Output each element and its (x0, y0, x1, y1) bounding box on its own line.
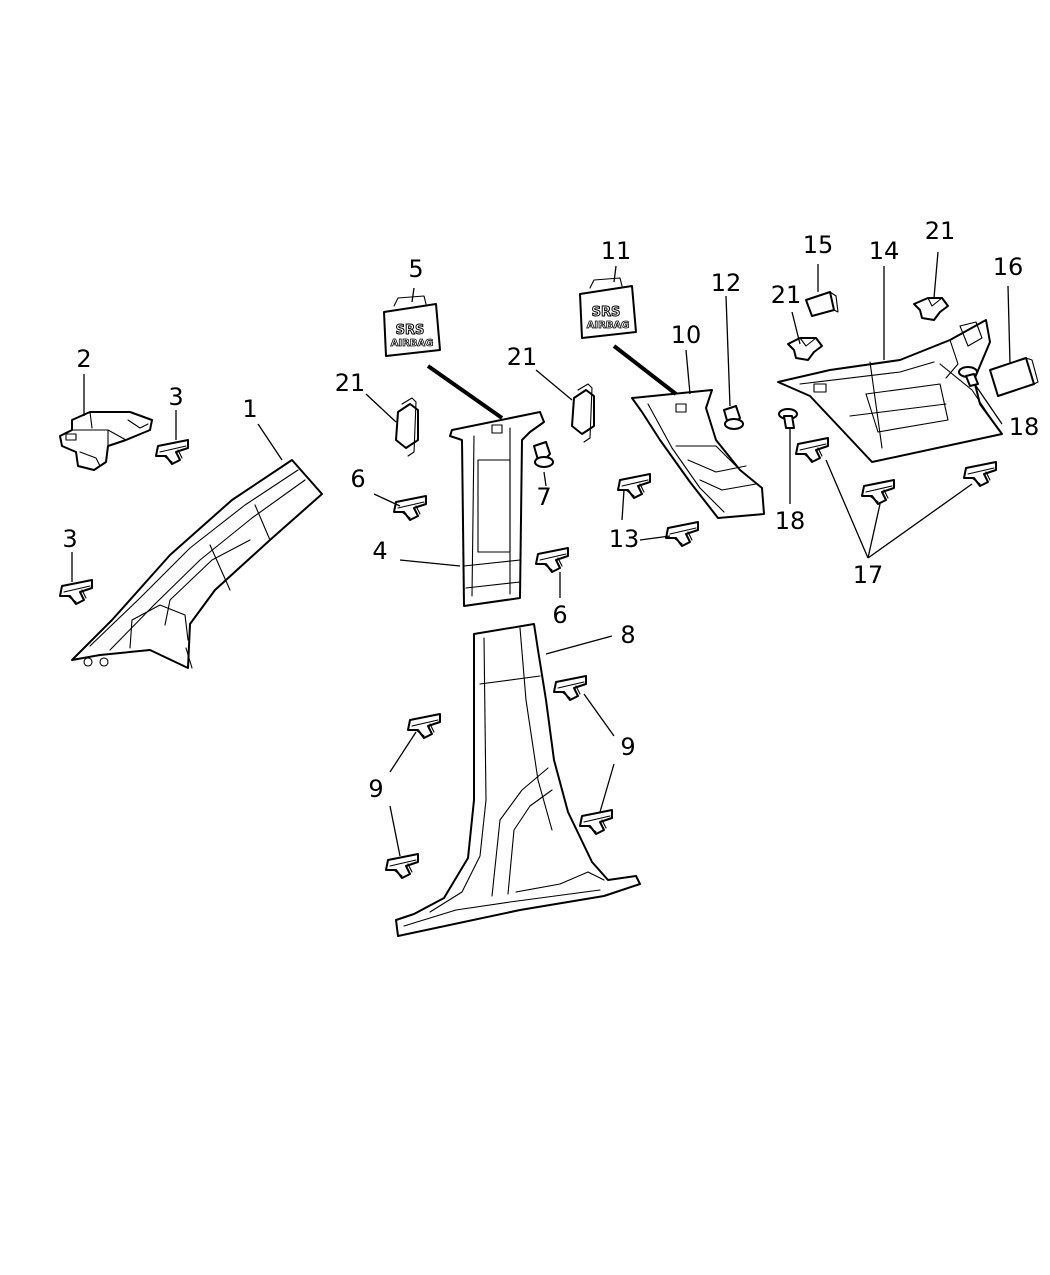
part-10-c-pillar-trim (631, 389, 765, 519)
callout-4: 4 (372, 537, 387, 565)
part-7-screw (533, 441, 554, 468)
part-21-retainer-left (395, 397, 419, 457)
part-12-screw (723, 405, 744, 430)
clip-3-lower (59, 579, 93, 605)
callout-11: 11 (601, 237, 632, 265)
part-16-cover (989, 357, 1039, 397)
part-18-screw-right (958, 366, 979, 387)
callout-12: 12 (711, 269, 742, 297)
clip-3-upper (155, 439, 189, 465)
callout-15: 15 (803, 231, 834, 259)
part-8-b-pillar-lower-trim (395, 623, 641, 937)
callout-2: 2 (76, 345, 91, 373)
cap-11-label-airbag: AIRBAG (587, 320, 630, 331)
callout-5: 5 (408, 255, 423, 283)
callout-17: 17 (853, 561, 884, 589)
callout-1: 1 (242, 395, 257, 423)
part-5-srs-cap: SRS AIRBAG (383, 295, 441, 357)
callout-labels: 1 2 3 3 4 5 6 6 7 8 9 9 9 10 11 12 13 14… (62, 217, 1039, 803)
callout-13: 13 (609, 525, 640, 553)
callout-21-middle: 21 (507, 343, 538, 371)
callout-21-right-lower: 21 (771, 281, 802, 309)
leader-lines (71, 251, 1011, 857)
part-21-retainer-middle (571, 383, 595, 443)
part-15-cover (805, 291, 839, 317)
callout-18-right: 18 (1009, 413, 1040, 441)
callout-7: 7 (536, 483, 551, 511)
callout-18-left: 18 (775, 507, 806, 535)
clip-13-lower (665, 521, 699, 547)
part-11-srs-cap: SRS AIRBAG (579, 277, 637, 339)
clip-9-upper-left (407, 713, 441, 739)
callout-9-left: 9 (368, 775, 383, 803)
callout-6-right: 6 (552, 601, 567, 629)
tether-rod-left (426, 364, 504, 420)
callout-3-upper: 3 (168, 383, 183, 411)
clip-fasteners (59, 437, 997, 879)
clip-9-lower-right (579, 809, 613, 835)
cap-5-label-srs: SRS (396, 323, 425, 338)
clip-6-right (535, 547, 569, 573)
callout-21-right-upper: 21 (925, 217, 956, 245)
clip-9-lower-left (385, 853, 419, 879)
clip-13-upper (617, 473, 651, 499)
callout-8: 8 (620, 621, 635, 649)
part-21-retainer-right-lower (787, 337, 823, 361)
part-1-a-pillar-trim (71, 459, 323, 669)
callout-6-left: 6 (350, 465, 365, 493)
callout-10: 10 (671, 321, 702, 349)
clip-6-left (393, 495, 427, 521)
callout-16: 16 (993, 253, 1024, 281)
cap-5-label-airbag: AIRBAG (391, 338, 434, 349)
callout-3-lower: 3 (62, 525, 77, 553)
part-4-b-pillar-upper-trim (449, 411, 545, 607)
callout-14: 14 (869, 237, 900, 265)
part-18-screw-left (778, 408, 798, 429)
clip-17-left (795, 437, 829, 463)
callout-21-left: 21 (335, 369, 366, 397)
clip-9-upper-right (553, 675, 587, 701)
clip-17-right (963, 461, 997, 487)
clip-17-middle (861, 479, 895, 505)
cap-11-label-srs: SRS (592, 305, 621, 320)
tether-rod-right (612, 344, 678, 396)
part-2-bracket-module (59, 411, 153, 471)
callout-9-right: 9 (620, 733, 635, 761)
part-21-retainer-right-upper (913, 297, 949, 321)
